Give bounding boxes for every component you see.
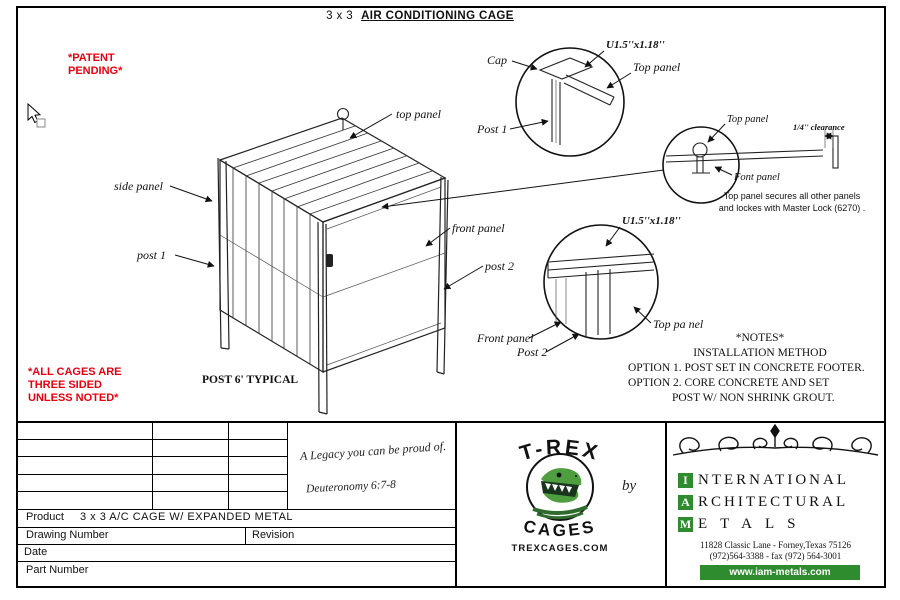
detail-cap-label: Cap [487,53,507,67]
detail-cap-post-label: Post 1 [476,122,507,136]
revision-col-line [245,527,246,544]
detail-cap-joint: U1.5''x1.18'' Cap Top panel Post 1 [476,39,681,157]
cage-technical-drawing: top panel side panel front panel post 1 … [27,39,845,415]
label-top-panel: top panel [396,107,442,121]
by-text: by [622,478,637,494]
label-front-panel: front panel [452,221,505,235]
title-main: AIR CONDITIONING CAGE [361,10,514,22]
iam-scrollwork-ornament [672,423,879,456]
part-number-label: Part Number [26,564,89,576]
clearance-dimension: 1/4'' clearance [793,122,845,132]
detail-corner-top-panel-label: Top pa nel [653,317,704,331]
product-value: 3 x 3 A/C CAGE W/ EXPANDED METAL [80,511,294,523]
rev-table-col [152,421,153,509]
cage-isometric-view [217,107,449,415]
installation-notes: *NOTES* INSTALLATION METHOD OPTION 1. PO… [628,331,892,406]
lock-body [692,142,708,158]
latch-handle [326,254,333,267]
wall-plate [832,135,839,169]
cage-top-panel [218,117,447,223]
iam-line-international: I NTERNATIONAL [678,472,849,489]
patent-pending-note: *PATENT PENDING* [68,52,123,77]
drawing-title: 3 x 3 AIR CONDITIONING CAGE [0,10,840,22]
drawing-border-frame [16,6,886,588]
detail-cap-top-panel-label: Top panel [633,60,681,74]
notes-method: INSTALLATION METHOD [693,347,827,359]
detail-lock-front-panel-label: Font panel [733,172,780,183]
top-corner-knob [336,107,350,121]
trex-cages-logo: T-REX CAGES [517,436,599,540]
panel-rails [219,186,446,366]
label-side-panel: side panel [114,179,164,193]
detail-corner-joint: U1.5''x1.18'' Top pa nel Front panel Pos… [476,215,704,359]
rev-table-line [16,439,287,440]
iam-line-architectural: A RCHITECTURAL [678,494,848,511]
master-lock-note: Top panel secures all other panels and l… [718,191,866,213]
post-typical-note: POST 6' TYPICAL [202,374,299,386]
detail-corner-front-panel-label: Front panel [476,331,534,345]
cage-posts [217,157,449,415]
svg-text:CAGES: CAGES [522,516,598,540]
date-row-line [16,544,455,545]
detail-corner-post-label: Post 2 [516,345,547,359]
drawing-number-label: Drawing Number [26,529,109,541]
product-label: Product [26,511,64,523]
iam-address: 11828 Classic Lane - Forney,Texas 75126 … [665,540,886,562]
top-panel-bars [232,125,433,215]
detail-cap-dimension: U1.5''x1.18'' [606,39,665,51]
cap-plate [538,57,594,80]
three-sided-note: *ALL CAGES ARE THREE SIDED UNLESS NOTED* [28,366,122,404]
mouse-cursor [27,102,46,128]
detail-corner-dimension: U1.5''x1.18'' [622,215,681,227]
date-label: Date [24,546,48,558]
cage-labels: top panel side panel front panel post 1 … [114,107,665,290]
drawing-row-line [16,527,455,528]
iam-line-metals: M ETALS [678,516,808,533]
notes-option2: OPTION 2. CORE CONCRETE AND SET [628,377,830,389]
titleblock-divider-1 [455,421,457,588]
notes-option2-cont: POST W/ NON SHRINK GROUT. [672,392,835,404]
cages-wordmark: CAGES [522,516,595,540]
iam-initial-a: A [678,495,693,510]
selection-handle [36,118,46,128]
notes-option1: OPTION 1. POST SET IN CONCRETE FOOTER. [628,362,865,374]
trex-dino-icon [532,468,588,520]
trex-website: TREXCAGES.COM [511,543,609,554]
rev-table-col [287,421,288,509]
label-post-2: post 2 [484,259,514,273]
lock-detail-leader [381,169,665,210]
product-row-line [16,509,455,510]
iam-initial-i: I [678,473,693,488]
rev-table-line [16,474,287,475]
iam-phone-line: (972)564-3388 - fax (972) 564-3001 [709,551,842,561]
iam-rest-architectural: RCHITECTURAL [698,494,849,510]
titleblock-top-line [16,421,886,423]
iam-rest-international: NTERNATIONAL [698,472,849,488]
rev-table-col [228,421,229,509]
part-row-line [16,561,455,562]
revision-label: Revision [252,529,295,541]
title-size: 3 x 3 [326,10,354,22]
label-post-1: post 1 [136,248,166,262]
detail-lock-top-panel-label: Top panel [727,114,768,125]
iam-initial-m: M [678,517,693,532]
iam-rest-metals: ETALS [698,516,809,532]
detail-lock-clamp: 1/4'' clearance Top panel Font panel [662,114,845,204]
iam-address-line1: 11828 Classic Lane - Forney,Texas 75126 [700,540,851,550]
rev-table-line [16,456,287,457]
notes-header: *NOTES* [735,332,785,344]
rev-table-line [16,491,287,492]
titleblock-divider-2 [665,421,667,588]
iam-website: www.iam-metals.com [700,565,860,580]
